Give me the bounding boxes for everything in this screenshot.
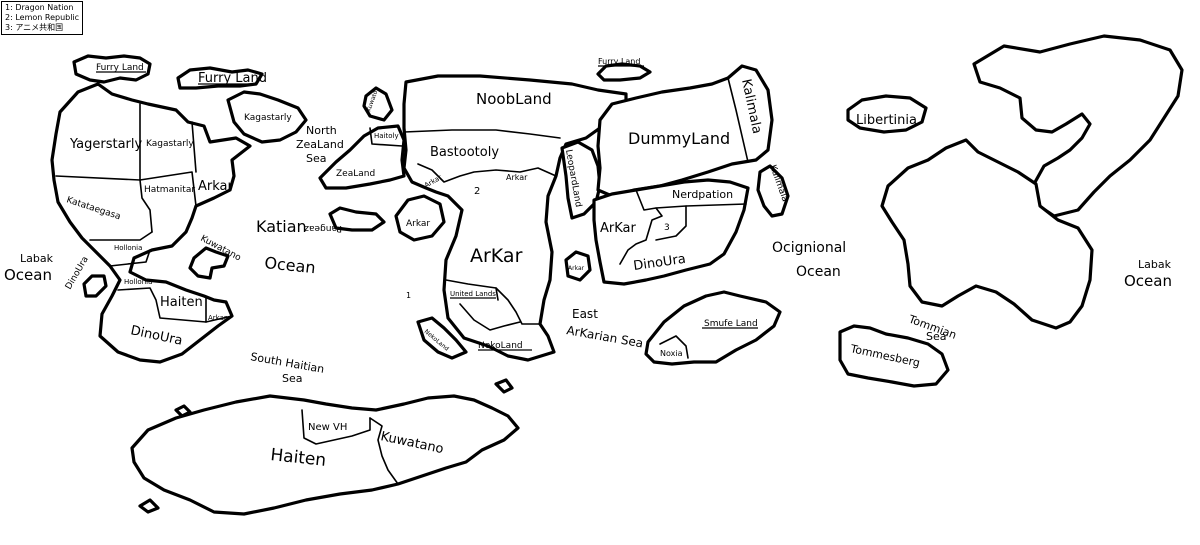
label-arkar-small[interactable]: Arkar — [208, 314, 227, 322]
sea-north-zealand-1[interactable]: North — [306, 124, 337, 137]
map-legend: 1: Dragon Nation 2: Lemon Republic 3: アニ… — [1, 1, 84, 35]
landmass-pangeaz — [328, 206, 386, 232]
label-arkar-mid2[interactable]: Arkar — [506, 173, 528, 182]
sea-labak-west-2[interactable]: Ocean — [4, 266, 52, 284]
label-arkar-isle-small[interactable]: Arkar — [568, 265, 585, 272]
label-kagastarly[interactable]: Kagastarly — [146, 139, 194, 149]
border-south-1 — [301, 409, 371, 445]
border-east-central-1 — [619, 189, 663, 265]
sea-north-zealand-3[interactable]: Sea — [306, 152, 327, 165]
landmass-south-continent — [130, 394, 520, 516]
sea-labak-west-1[interactable]: Labak — [20, 252, 54, 265]
landmass-kuwato — [362, 86, 394, 122]
landmass-kagastarly-north — [226, 90, 308, 144]
label-noobland[interactable]: NoobLand — [476, 90, 552, 108]
landmass-dinoura-islet — [82, 274, 108, 298]
label-arkar-island[interactable]: Arkar — [406, 219, 430, 229]
landmass-furry-land-east — [596, 62, 652, 82]
sea-south-haitian-2[interactable]: Sea — [282, 372, 303, 385]
legend-item: 2: Lemon Republic — [5, 13, 80, 22]
label-nerdpation[interactable]: Nerdpation — [672, 188, 733, 201]
border-west-7 — [117, 287, 207, 323]
landmass-furry-land — [176, 66, 264, 90]
label-nekoland[interactable]: NekoLand — [478, 341, 523, 351]
border-west-3 — [139, 171, 197, 207]
legend-item: 3: アニメ共和国 — [5, 23, 64, 32]
label-dinoura-east[interactable]: DinoUra — [632, 252, 686, 274]
label-haitoly[interactable]: Haitoly — [374, 132, 399, 140]
sea-north-zealand-2[interactable]: ZeaLand — [296, 138, 344, 151]
border-west-5 — [89, 231, 153, 241]
label-arkar-east[interactable]: ArKar — [600, 221, 637, 236]
label-noxia[interactable]: Noxia — [660, 349, 683, 358]
border-central-1 — [403, 129, 561, 139]
border-central-5 — [459, 303, 521, 331]
label-haiten-west[interactable]: Haiten — [160, 295, 203, 310]
label-num-3[interactable]: 3 — [664, 223, 670, 233]
landmass-libertinia — [846, 94, 928, 134]
landmass-kuwatano-island — [188, 246, 230, 280]
landmass-arkar-island — [394, 194, 446, 242]
landmass-nekoland-small — [416, 316, 468, 360]
sea-katian-1[interactable]: Katian — [256, 217, 307, 236]
landmass-kalimala-isle — [756, 164, 790, 218]
label-dummyland[interactable]: DummyLand — [628, 129, 730, 148]
border-west-4 — [191, 121, 197, 173]
label-smufeland[interactable]: Smufe Land — [704, 319, 758, 329]
label-arkar-west[interactable]: Arkar — [198, 179, 234, 194]
label-furry-land-east[interactable]: Furry Land — [598, 57, 640, 66]
sea-east-arkarian-2[interactable]: ArKarian Sea — [565, 323, 644, 350]
landmass-arkar-islet — [564, 250, 592, 282]
border-east-central-2 — [655, 205, 687, 241]
border-central-2 — [417, 163, 557, 183]
label-hollonia-2[interactable]: Hollonia — [124, 278, 152, 286]
label-furry-land-small[interactable]: Furry Land — [96, 63, 144, 73]
sea-labak-east-1[interactable]: Labak — [1138, 258, 1172, 271]
sea-ocignional-2[interactable]: Ocean — [796, 264, 841, 280]
label-num-1[interactable]: 1 — [406, 291, 411, 300]
sea-labak-east-2[interactable]: Ocean — [1124, 272, 1172, 290]
label-furry-land[interactable]: Furry Land — [198, 71, 267, 86]
label-hollonia-1[interactable]: Hollonia — [114, 244, 142, 252]
sea-ocignional-1[interactable]: Ocignional — [772, 240, 846, 256]
label-hatmanitar[interactable]: Hatmanitar — [144, 185, 195, 195]
label-kagastarly-north[interactable]: Kagastarly — [244, 113, 292, 123]
sea-katian-2[interactable]: Ocean — [264, 253, 317, 277]
border-dummy-kalimala — [727, 77, 749, 163]
label-pangeaz[interactable]: Pangeaz — [304, 223, 342, 233]
label-libertinia[interactable]: Libertinia — [856, 113, 917, 128]
islet-south-2 — [138, 498, 160, 514]
label-united-lands[interactable]: United Lands — [450, 290, 496, 298]
landmass-tommesberg — [838, 324, 950, 388]
border-noxia — [659, 335, 689, 359]
landmass-furry-land-small — [72, 54, 152, 84]
legend-item: 1: Dragon Nation — [5, 3, 74, 12]
label-bastootoly[interactable]: Bastootoly — [430, 145, 499, 160]
border-west-1 — [55, 175, 153, 233]
label-num-2[interactable]: 2 — [474, 186, 480, 197]
landmass-east-continent-south — [880, 138, 1094, 330]
sea-east-arkarian-1[interactable]: East — [572, 307, 598, 321]
border-west-6 — [109, 249, 151, 267]
border-zealand — [369, 127, 403, 147]
border-central-3 — [445, 279, 541, 325]
sea-tommian-2[interactable]: Sea — [926, 330, 947, 343]
label-new-vh[interactable]: New VH — [308, 422, 347, 433]
border-central-4 — [495, 287, 499, 301]
islet-south-3 — [494, 378, 514, 394]
label-arkar-big[interactable]: ArKar — [470, 245, 523, 267]
border-south-2 — [369, 417, 399, 485]
islet-south-1 — [174, 404, 192, 418]
border-east-central-3 — [685, 203, 747, 207]
label-yagerstarly[interactable]: Yagerstarly — [69, 137, 143, 152]
border-west-8 — [205, 315, 233, 323]
landmass-zealand — [318, 124, 406, 190]
label-zealand[interactable]: ZeaLand — [336, 169, 375, 179]
